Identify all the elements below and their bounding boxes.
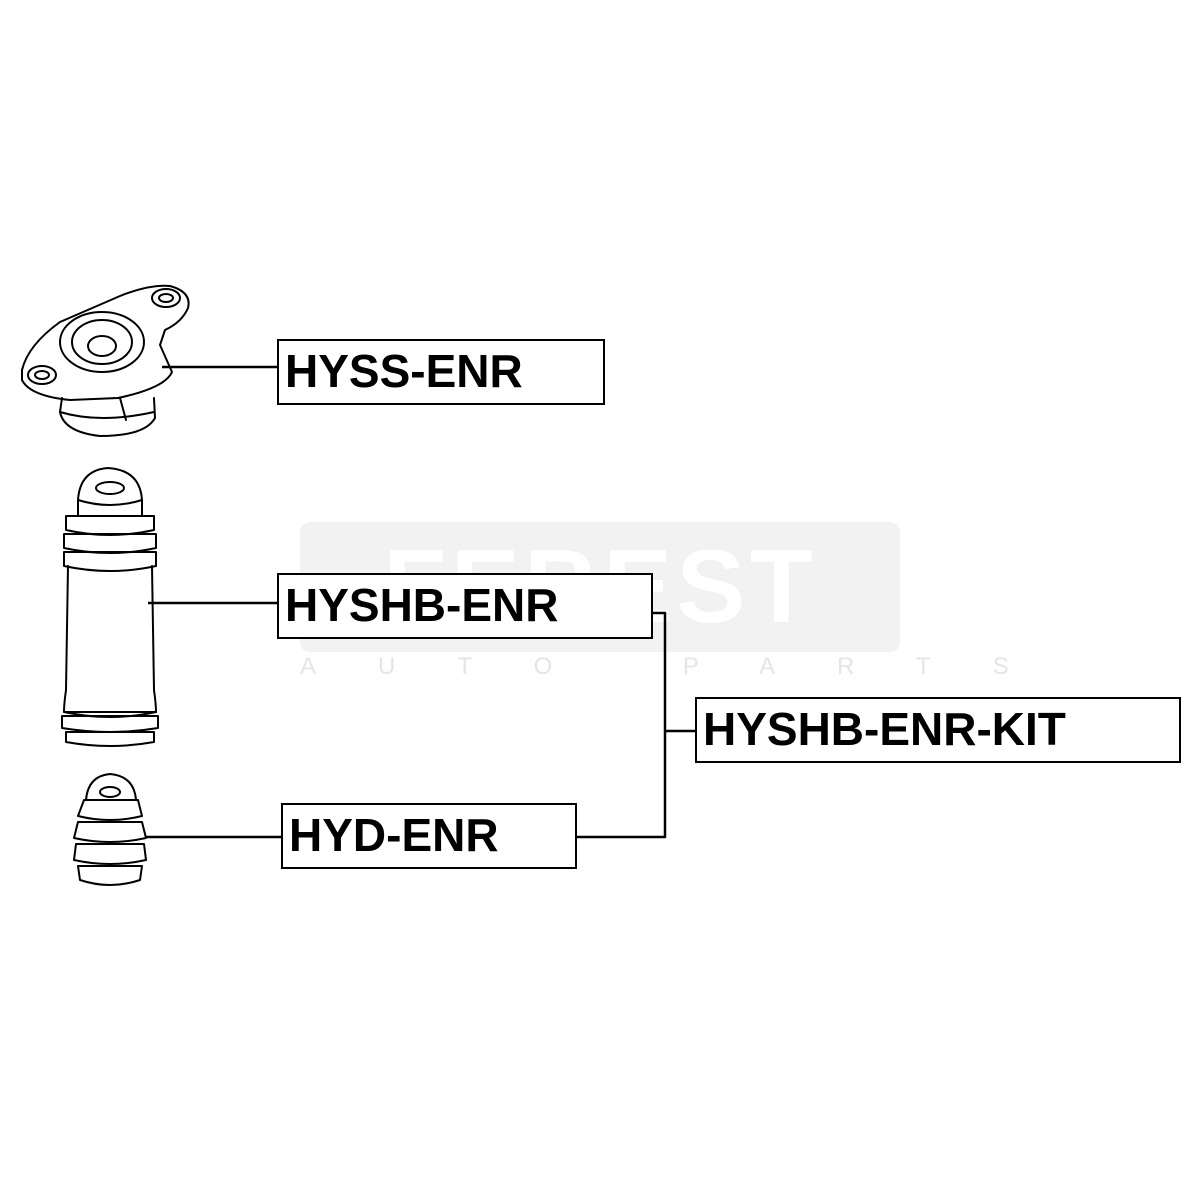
boot-body	[63, 565, 157, 713]
boot-bottom-rib-1	[61, 715, 159, 733]
mount-boss-inner	[87, 335, 117, 357]
part-label-hyshb-enr-kit: HYSHB-ENR-KIT	[695, 697, 1181, 763]
mount-boss-outer	[59, 311, 145, 373]
leader-kit-bracket	[577, 611, 667, 839]
boot-rib-2	[63, 533, 157, 554]
mount-boss-mid	[71, 319, 133, 365]
bump-top	[85, 773, 137, 801]
strut-mount-drawing	[21, 284, 190, 437]
dust-boot-drawing	[61, 467, 159, 747]
part-label-hyd-enr: HYD-ENR	[281, 803, 577, 869]
leader-lines	[146, 365, 695, 839]
mount-hole-right-inner	[158, 293, 174, 303]
watermark-tagline: AUTO PARTS	[300, 653, 1071, 680]
mount-hole-left-inner	[34, 370, 50, 380]
boot-rib-1	[65, 515, 155, 536]
boot-bottom-rib-2	[65, 731, 155, 747]
mount-body-lower	[59, 397, 156, 437]
mount-hole-left	[27, 365, 57, 385]
part-label-hyss-enr: HYSS-ENR	[277, 339, 605, 405]
part-label-hyshb-enr: HYSHB-ENR	[277, 573, 653, 639]
boot-rib-3	[63, 551, 157, 572]
mount-flange	[21, 284, 190, 401]
mount-hole-right	[151, 288, 181, 308]
boot-top	[77, 467, 143, 517]
bump-stop-drawing	[73, 773, 147, 886]
